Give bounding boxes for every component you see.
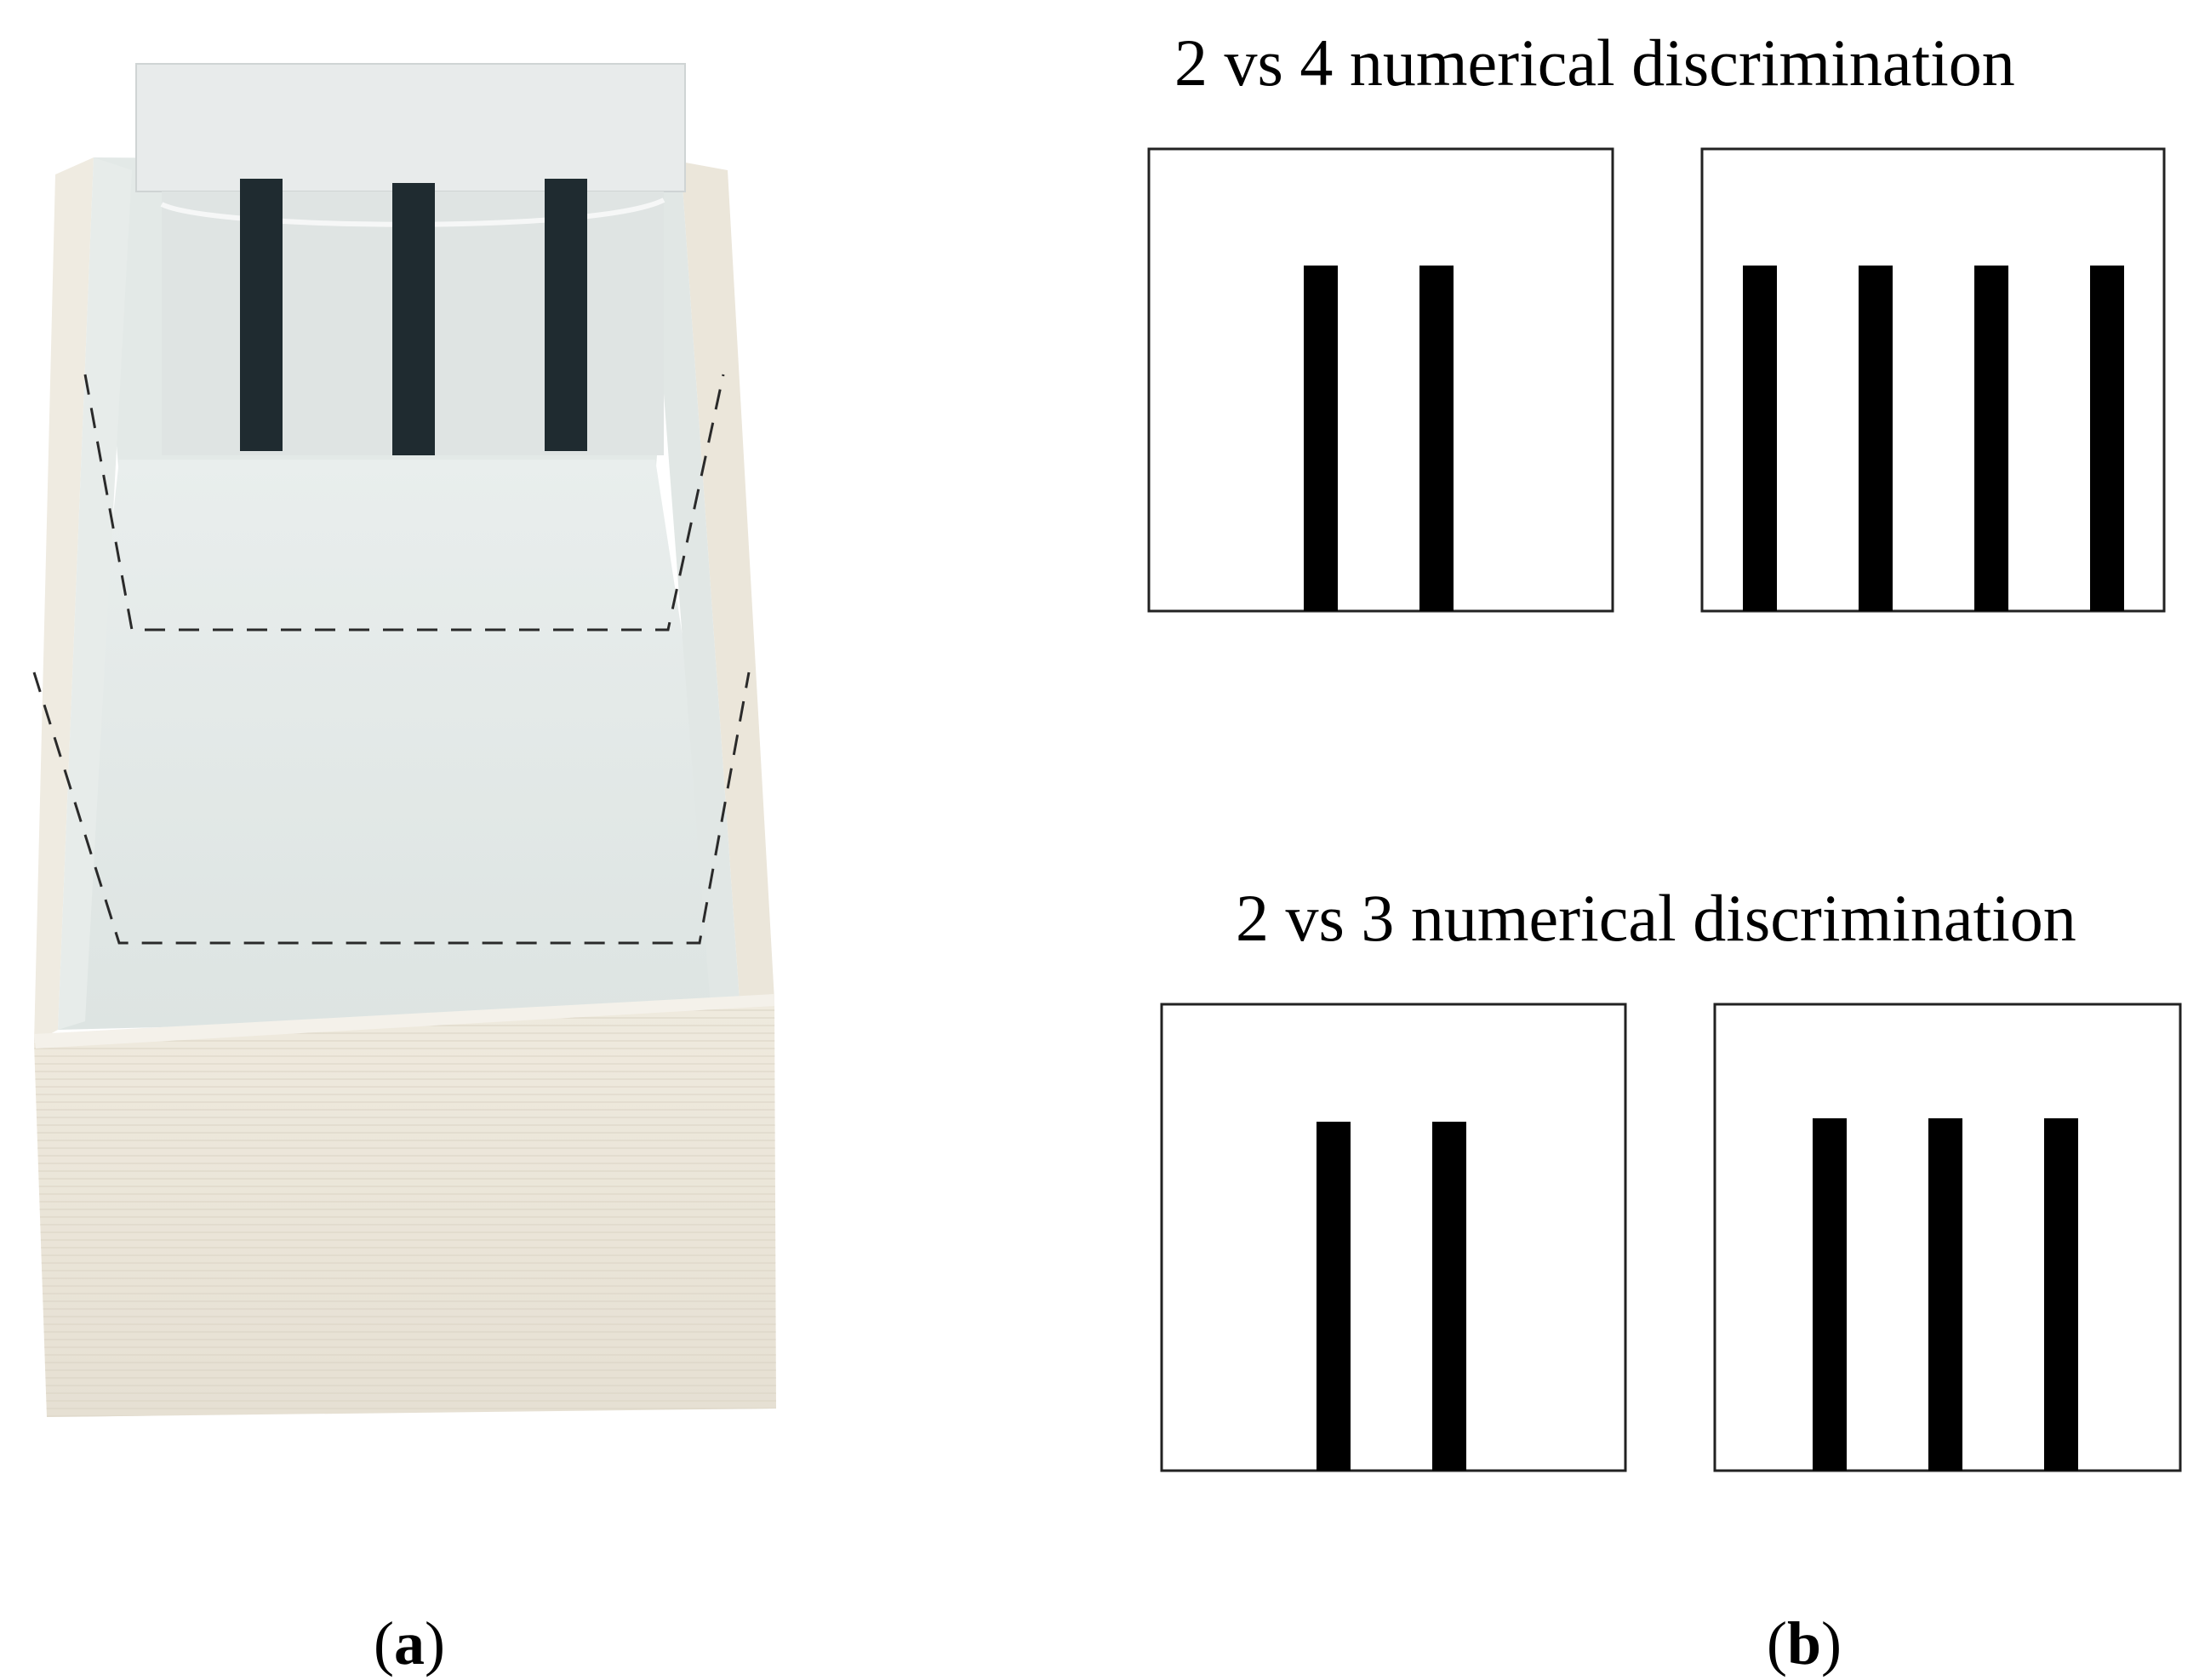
bar — [1743, 266, 1777, 611]
bar — [1304, 266, 1338, 611]
panel-b-diagrams: 2 vs 4 numerical discrimination 2 vs 3 n… — [1147, 26, 2182, 1472]
bar — [1974, 266, 2008, 611]
card-bar — [392, 183, 435, 455]
bar — [2044, 1118, 2078, 1471]
card-bars — [240, 179, 587, 455]
box-inner-right-wall — [647, 162, 740, 1013]
comparison-1-title: 2 vs 4 numerical discrimination — [1174, 26, 2015, 100]
bar — [1419, 266, 1454, 611]
dashed-zones — [32, 374, 751, 945]
comparison-2-left-bars — [1317, 1122, 1466, 1471]
card-upper — [135, 63, 686, 192]
comparison-2-title: 2 vs 3 numerical discrimination — [1236, 881, 2076, 955]
box-front-rim — [34, 994, 774, 1049]
stimulus-card — [135, 63, 686, 455]
comparison-2-right-bars — [1813, 1118, 2078, 1471]
box-interior-floor — [58, 460, 740, 1030]
bar — [2090, 266, 2124, 611]
bar — [1928, 1118, 1962, 1471]
comparison-1-left-bars — [1304, 266, 1454, 611]
box-left-wall — [34, 157, 94, 1043]
comparison-1-right-bars — [1743, 266, 2124, 611]
comparison-2-left-frame — [1160, 1003, 1627, 1472]
bar — [1432, 1122, 1466, 1471]
box-inner-left-wall — [58, 157, 132, 1030]
dashed-zone-far — [32, 671, 751, 945]
bar — [1813, 1118, 1847, 1471]
bar — [1317, 1122, 1351, 1471]
dashed-zone-near — [83, 374, 725, 631]
panel-b-label: (b) — [1767, 1609, 1842, 1677]
panel-a-label: (a) — [374, 1609, 445, 1677]
comparison-1-right-frame — [1700, 147, 2166, 613]
bar — [1859, 266, 1893, 611]
box-right-wall — [681, 162, 774, 1013]
card-bar — [545, 179, 587, 451]
panel-a-photo — [32, 63, 776, 1417]
card-bar — [240, 179, 283, 451]
comparison-1-left-frame — [1147, 147, 1614, 613]
